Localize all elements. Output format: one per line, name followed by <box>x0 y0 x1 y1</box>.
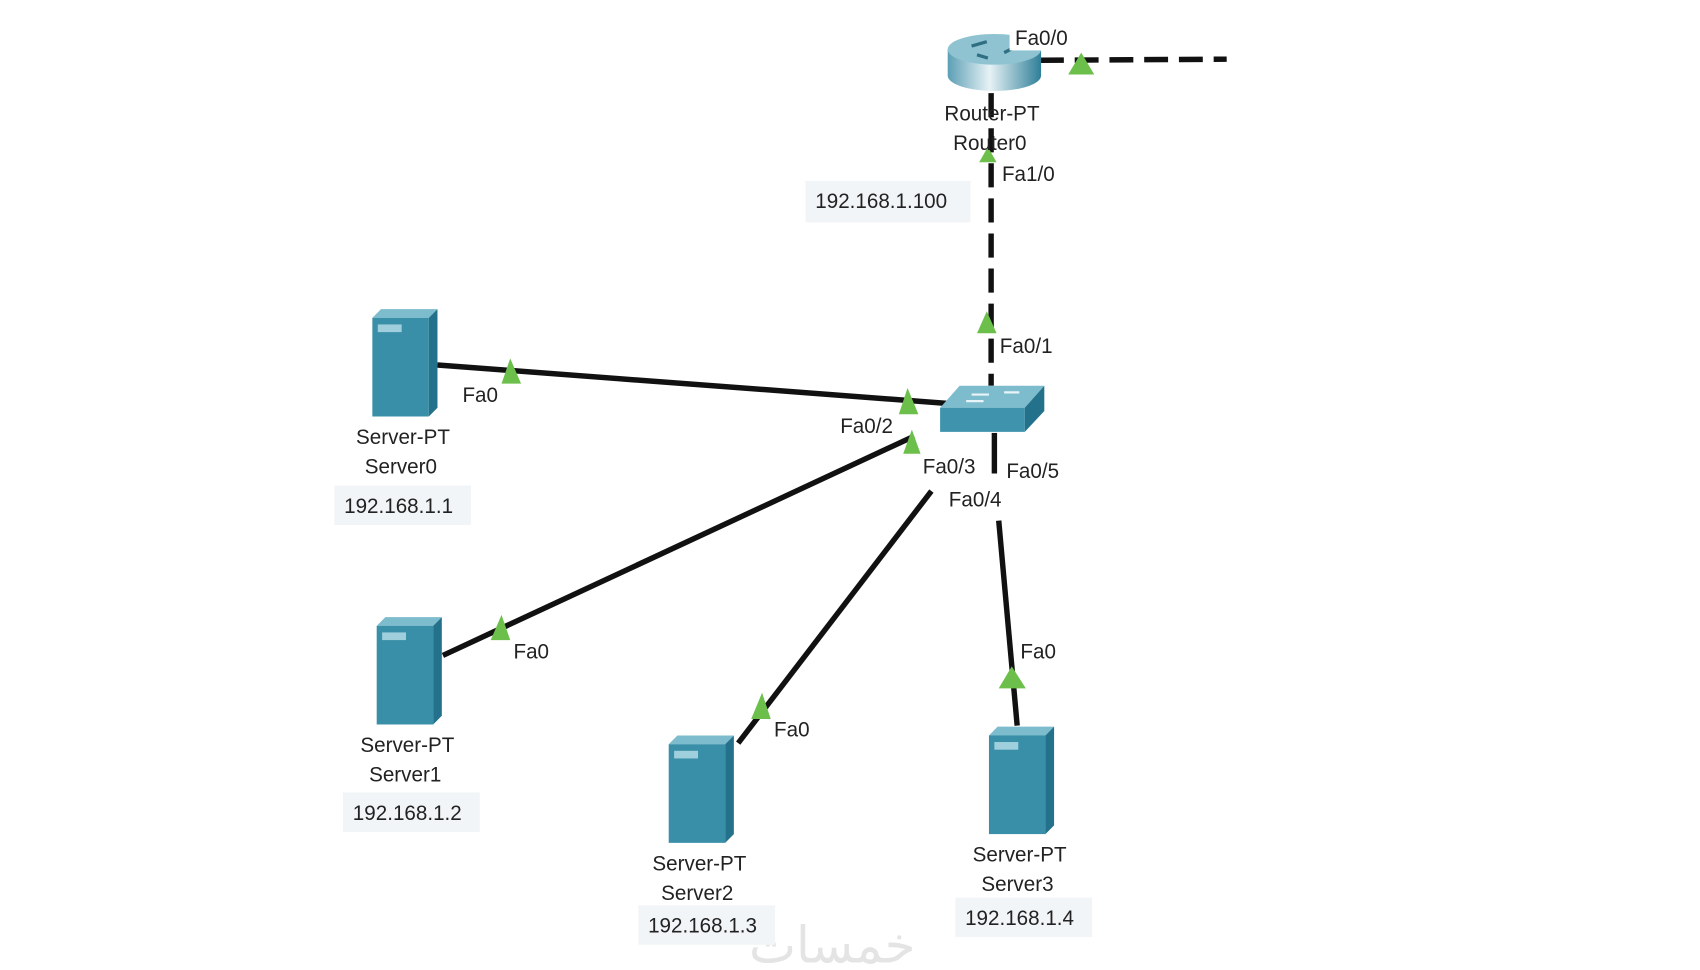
port-label: Fa0 <box>774 718 810 741</box>
port-up-icon <box>501 358 522 384</box>
link-server1-switch <box>441 433 916 658</box>
device-name-label: Server0 <box>365 455 437 478</box>
ip-box <box>955 897 1093 938</box>
port-label: Fa0/1 <box>1000 335 1053 358</box>
port-label: Fa0 <box>513 641 549 664</box>
ip-box <box>334 485 472 526</box>
port-up-icon <box>903 429 921 454</box>
server-device-1[interactable] <box>376 617 442 725</box>
port-up-icon <box>979 146 997 163</box>
port-label: Fa0/3 <box>923 455 976 478</box>
switch-device[interactable] <box>940 385 1045 432</box>
router-device[interactable] <box>947 33 1042 91</box>
port-up-icon <box>751 692 771 720</box>
device-model-label: Server-PT <box>652 852 746 875</box>
ip-label: 192.168.1.100 <box>815 190 947 213</box>
port-label: Fa0 <box>462 384 498 407</box>
port-label: Fa0/4 <box>949 488 1002 511</box>
port-up-icon <box>977 311 997 334</box>
server-device-0[interactable] <box>372 309 438 417</box>
port-up-icon <box>490 614 511 641</box>
ip-label: 192.168.1.3 <box>648 915 757 938</box>
ip-box <box>343 792 480 832</box>
server-device-3[interactable] <box>988 726 1055 835</box>
port-label: Fa0/5 <box>1006 460 1059 483</box>
server-device-2[interactable] <box>668 735 734 843</box>
device-model-label: Server-PT <box>973 843 1067 866</box>
port-label: Fa0/0 <box>1015 27 1068 50</box>
ip-label: 192.168.1.1 <box>344 495 453 518</box>
link-server2-switch <box>736 489 934 745</box>
device-name-label: Server1 <box>369 763 441 786</box>
port-up-icon <box>998 666 1026 689</box>
ip-box <box>638 905 776 945</box>
links <box>437 56 1227 745</box>
switch-arrows-icon <box>966 391 1020 403</box>
port-label: Fa0/2 <box>840 415 893 438</box>
device-name-label: Router0 <box>953 132 1026 155</box>
watermark-logo: خمسات <box>749 915 915 970</box>
port-label: Fa1/0 <box>1002 163 1055 186</box>
port-status-indicators <box>490 52 1095 720</box>
port-up-icon <box>898 388 919 415</box>
link-server0-switch <box>437 362 947 407</box>
link-server3-switch <box>996 520 1020 726</box>
device-name-label: Server2 <box>661 882 733 905</box>
device-model-label: Server-PT <box>360 734 454 757</box>
link-router-wan <box>1039 56 1227 64</box>
port-up-icon <box>1068 52 1095 75</box>
device-name-label: Server3 <box>981 873 1053 896</box>
ip-label: 192.168.1.4 <box>965 907 1074 930</box>
port-label: Fa0 <box>1020 641 1056 664</box>
ip-label: 192.168.1.2 <box>353 802 462 825</box>
device-model-label: Router-PT <box>944 102 1039 125</box>
device-model-label: Server-PT <box>356 426 450 449</box>
